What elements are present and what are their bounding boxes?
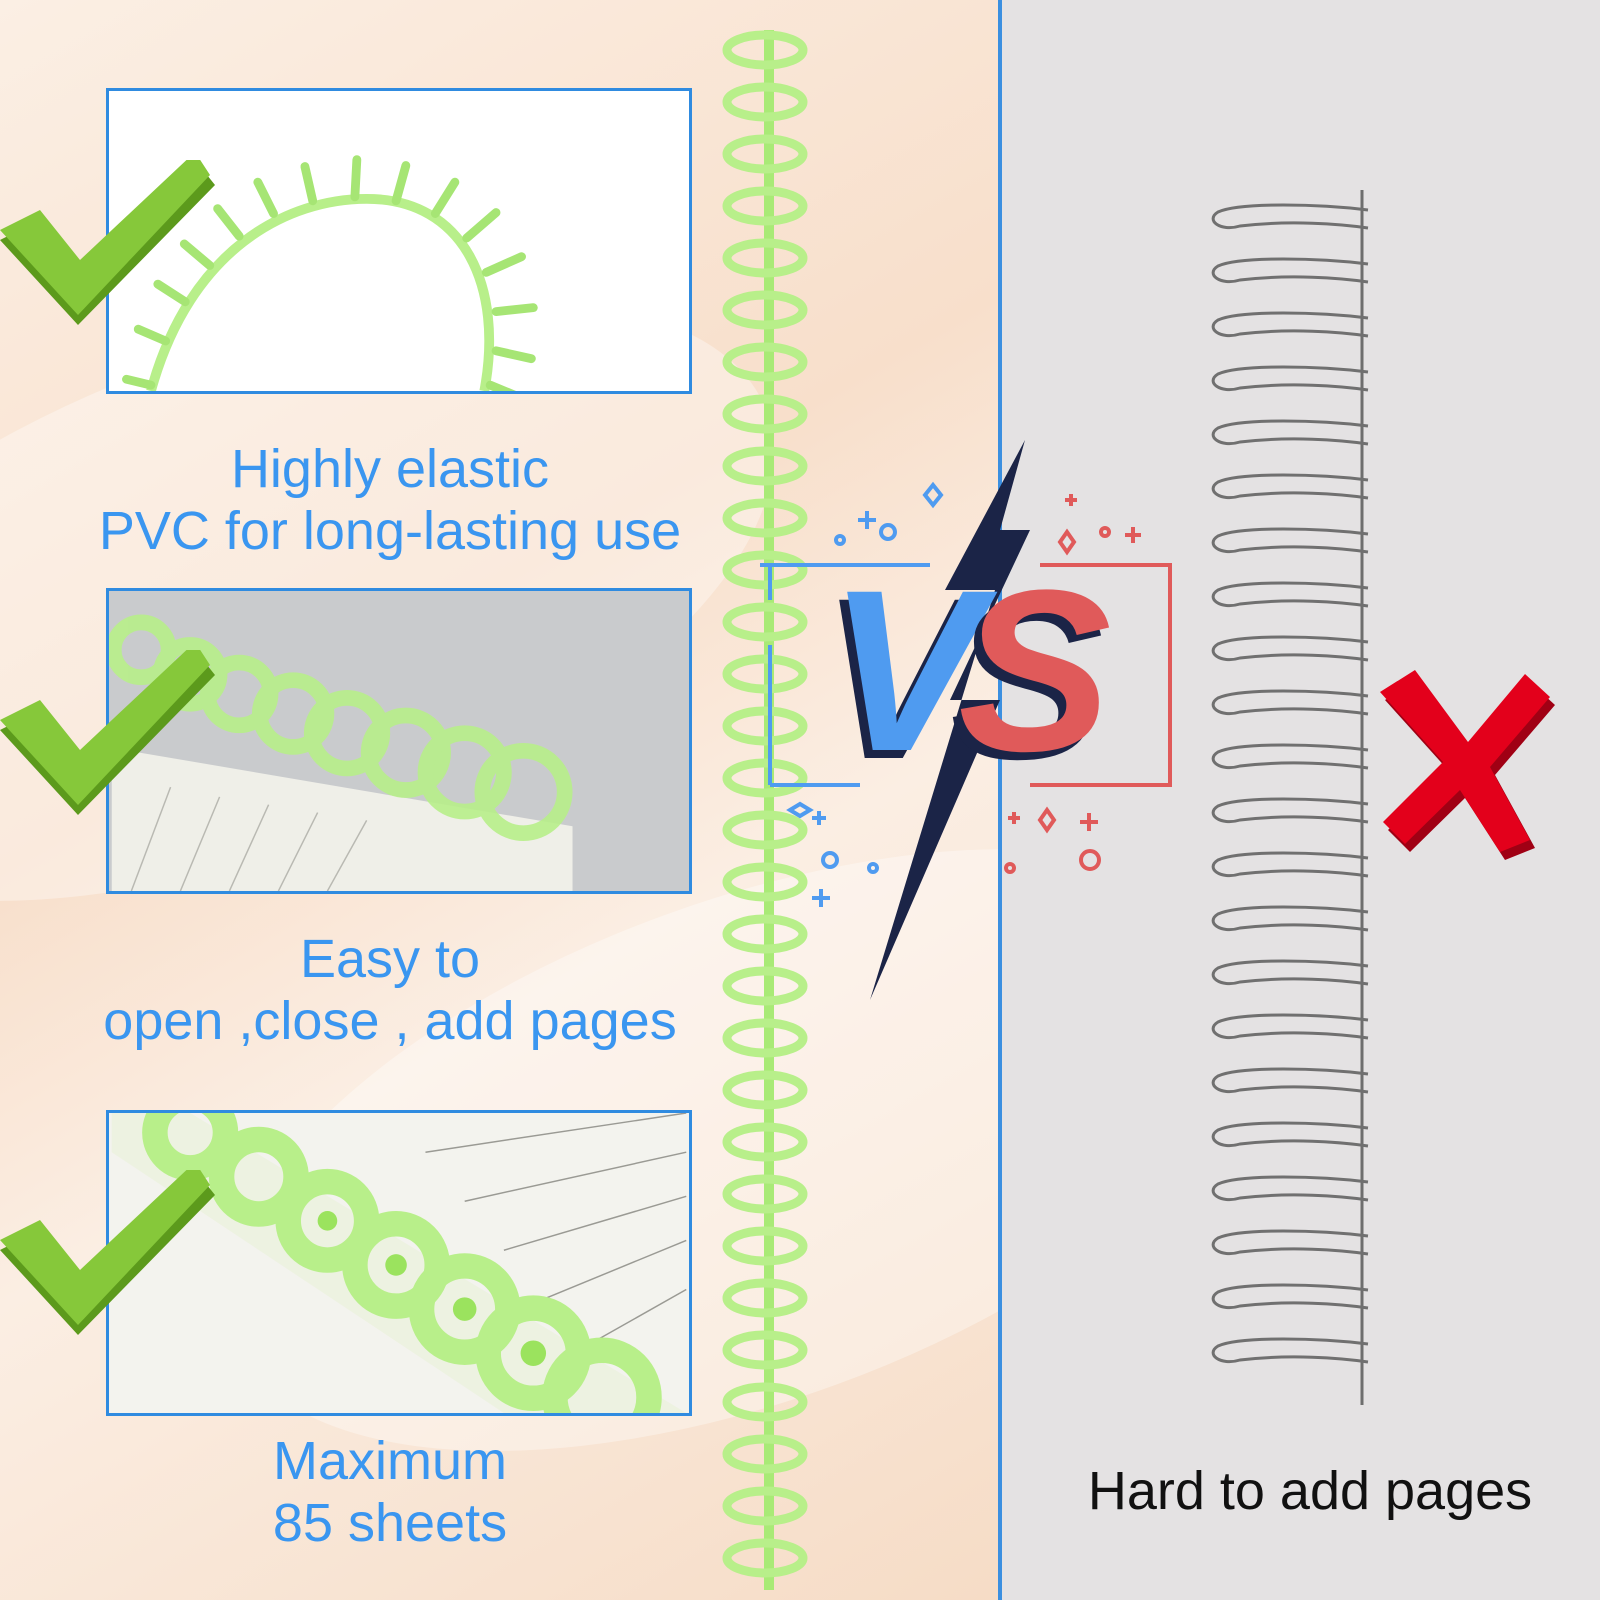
coil-loop xyxy=(1211,527,1369,554)
spine-ring xyxy=(722,30,808,70)
spine-ring xyxy=(722,1226,808,1266)
spine-ring xyxy=(722,706,808,746)
caption-line: Easy to xyxy=(299,929,481,989)
spine-ring xyxy=(722,966,808,1006)
spine-ring xyxy=(722,550,808,590)
caption-line: Maximum xyxy=(272,1431,507,1491)
spine-ring xyxy=(722,1434,808,1474)
spine-ring xyxy=(722,1070,808,1110)
spine-ring xyxy=(722,498,808,538)
caption-line: PVC for long-lasting use xyxy=(98,501,682,561)
open-close-illustration xyxy=(109,614,573,891)
spine-ring xyxy=(722,1018,808,1058)
vs-letter-v: V xyxy=(828,542,998,799)
check-icon xyxy=(0,650,215,815)
vs-badge: V V S S xyxy=(760,440,1172,1000)
spine-ring xyxy=(722,446,808,486)
comparison-caption: Hard to add pages xyxy=(1087,1461,1533,1521)
spine-ring xyxy=(722,238,808,278)
spine-ring xyxy=(722,654,808,694)
caption-line: Highly elastic xyxy=(230,439,550,499)
coil-loop xyxy=(1211,581,1369,608)
coil-loop xyxy=(1211,1229,1369,1256)
coil-loop xyxy=(1211,1013,1369,1040)
metal-coil-binding xyxy=(1211,190,1369,1405)
spine-ring xyxy=(722,82,808,122)
spine-ring xyxy=(722,186,808,226)
spine-ring xyxy=(722,602,808,642)
spine-ring xyxy=(722,290,808,330)
feature-caption-2: Easy to open ,close , add pages xyxy=(60,928,720,1052)
cross-icon xyxy=(1380,670,1555,860)
coil-loop xyxy=(1211,797,1369,824)
vs-letter-v-shadow: V xyxy=(820,550,990,807)
coil-loop xyxy=(1211,1067,1369,1094)
vs-letter-s-shadow: S xyxy=(950,550,1103,807)
coil-loop xyxy=(1211,365,1369,392)
spine-ring xyxy=(722,342,808,382)
feature-caption-1: Highly elastic PVC for long-lasting use xyxy=(60,438,720,562)
spine-ring xyxy=(722,134,808,174)
caption-line: open ,close , add pages xyxy=(103,991,677,1051)
coil-loop xyxy=(1211,851,1369,878)
coil-loop xyxy=(1211,959,1369,986)
spine-ring xyxy=(722,1122,808,1162)
coil-loop xyxy=(1211,473,1369,500)
spine-ring xyxy=(722,862,808,902)
pvc-binding-spine xyxy=(722,30,808,1590)
spine-ring xyxy=(722,394,808,434)
coil-loop xyxy=(1211,635,1369,662)
coil-loop xyxy=(1211,743,1369,770)
vs-letters: V V S S xyxy=(820,542,1111,807)
coil-loop xyxy=(1211,203,1369,230)
max-sheets-illustration xyxy=(111,1113,687,1413)
spine-ring xyxy=(722,1330,808,1370)
elastic-arc-illustration xyxy=(122,155,538,391)
coil-loop xyxy=(1211,419,1369,446)
spine-ring xyxy=(722,914,808,954)
coil-loop xyxy=(1211,1283,1369,1310)
coil-loop xyxy=(1211,257,1369,284)
photo-max-sheets xyxy=(106,1110,692,1416)
coil-loop xyxy=(1211,1175,1369,1202)
spine-ring xyxy=(722,1382,808,1422)
check-icon xyxy=(0,160,215,325)
spine-ring xyxy=(722,1538,808,1578)
spine-ring xyxy=(722,1486,808,1526)
photo-open-close xyxy=(106,588,692,894)
spine-ring xyxy=(722,1174,808,1214)
panel-divider xyxy=(998,0,1002,1600)
coil-loop xyxy=(1211,905,1369,932)
coil-loop xyxy=(1211,689,1369,716)
spine-ring xyxy=(722,1278,808,1318)
coil-loop xyxy=(1211,1121,1369,1148)
spine-ring xyxy=(722,810,808,850)
feature-caption-3: Maximum 85 sheets xyxy=(60,1430,720,1554)
caption-line: 85 sheets xyxy=(272,1493,508,1553)
spine-ring xyxy=(722,758,808,798)
coil-loop xyxy=(1211,311,1369,338)
vs-letter-s: S xyxy=(958,542,1111,799)
photo-elastic-arc xyxy=(106,88,692,394)
check-icon xyxy=(0,1170,215,1335)
coil-loop xyxy=(1211,1337,1369,1364)
